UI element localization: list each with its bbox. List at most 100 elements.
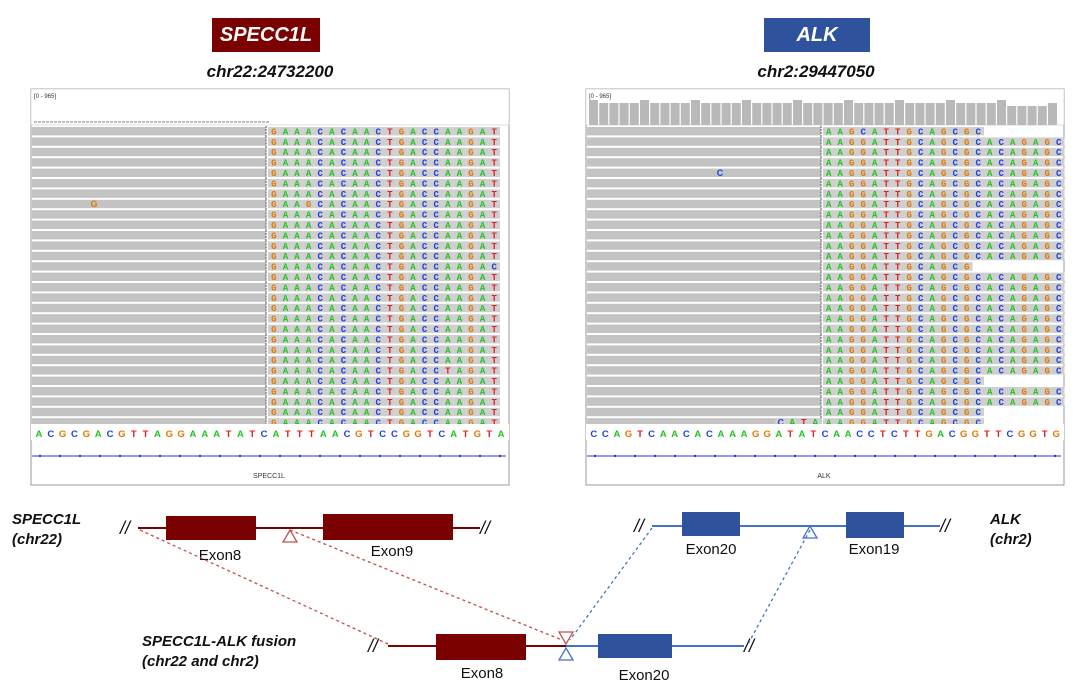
read-base: G [1045,367,1050,377]
read-base-cell [291,303,303,313]
read-base-cell [418,158,431,167]
read-base-cell [823,179,835,188]
read-base-cell [268,231,280,240]
read-base: A [283,263,289,273]
read-base-cell [326,418,338,427]
read-base: G [399,367,404,377]
read-base-cell [823,262,835,271]
read-base: A [457,356,463,366]
read-base: A [364,377,370,387]
read-base-cell [857,345,869,354]
coverage-bar [925,103,935,125]
read-base-cell [1007,158,1019,167]
read-base: G [399,398,404,408]
read-base: G [941,419,946,429]
read-base-cell [972,189,984,198]
read-base-cell [938,314,950,323]
read-base-cell [407,335,419,344]
read-base: C [341,315,347,325]
read-base: T [884,263,890,273]
read-base-cell [360,199,373,209]
read-base: A [410,200,416,210]
read-base-cell [1041,355,1053,365]
read-base: A [364,190,370,200]
read-base-cell [337,376,350,385]
read-base-cell [384,387,396,396]
read-base: G [849,294,854,304]
read-base: T [491,252,497,262]
read-base-cell [430,355,442,365]
read-base: A [294,169,300,179]
read-base: G [399,387,404,397]
read-base-cell [407,293,419,302]
read-base: C [375,190,381,200]
read-base-cell [892,407,904,417]
read-base-cell [279,199,292,209]
read-base: C [375,211,381,221]
read-base: C [999,294,1005,304]
read-base: G [271,200,276,210]
gene-track-marker [893,454,897,458]
read-base: A [1033,190,1039,200]
coverage-bar [609,103,619,125]
read-base-cell [488,335,500,344]
read-base: A [306,221,312,231]
read-base-cell [337,397,350,406]
read-base: G [1045,294,1050,304]
read-left-segment [32,283,266,292]
read-base: C [999,221,1005,231]
read-base-cell [972,137,984,146]
read-base: T [895,190,901,200]
read-base-cell [465,210,477,219]
read-base-cell [1007,293,1019,302]
read-base-cell [453,355,466,365]
read-base-cell [846,158,858,167]
read-base-cell [314,418,326,427]
read-base: T [884,408,890,418]
read-base-cell [384,262,396,271]
read-base: A [1033,387,1039,397]
read-base-cell [465,147,477,157]
read-base-cell [360,387,373,396]
read-base-cell [384,376,396,385]
read-base: C [999,159,1005,169]
read-base-cell [268,324,280,333]
read-base: G [1022,252,1027,262]
read-base-cell [995,251,1007,261]
read-base: C [976,221,982,231]
specc1l-break-left: // [118,518,132,538]
read-base-cell [349,147,361,157]
read-base-cell [360,397,373,406]
read-base-cell [291,168,303,177]
read-base: A [1033,179,1039,189]
read-base-cell [372,397,384,406]
read-base: T [895,356,901,366]
gene-track-marker [318,454,322,458]
read-base: A [445,419,451,429]
read-base: C [375,252,381,262]
read-base-cell [949,355,961,365]
read-base-cell [291,251,303,261]
read-base: C [422,315,428,325]
read-base: T [387,346,393,356]
read-base: G [468,387,473,397]
read-base-cell [302,241,315,250]
read-base: C [375,325,381,335]
read-base-cell [915,397,927,406]
read-base-cell [1030,293,1042,302]
read-base: A [1010,346,1016,356]
read-base: A [329,231,335,241]
read-base-cell [857,220,869,229]
read-base-cell [488,355,500,365]
read-base: A [930,377,936,387]
read-base: C [422,211,428,221]
reference-base: A [95,429,102,440]
read-base-cell [846,127,858,136]
read-base: A [306,325,312,335]
read-base: A [329,294,335,304]
read-base: C [422,263,428,273]
read-base: C [375,367,381,377]
read-base: C [999,387,1005,397]
coverage-bar [691,100,700,125]
